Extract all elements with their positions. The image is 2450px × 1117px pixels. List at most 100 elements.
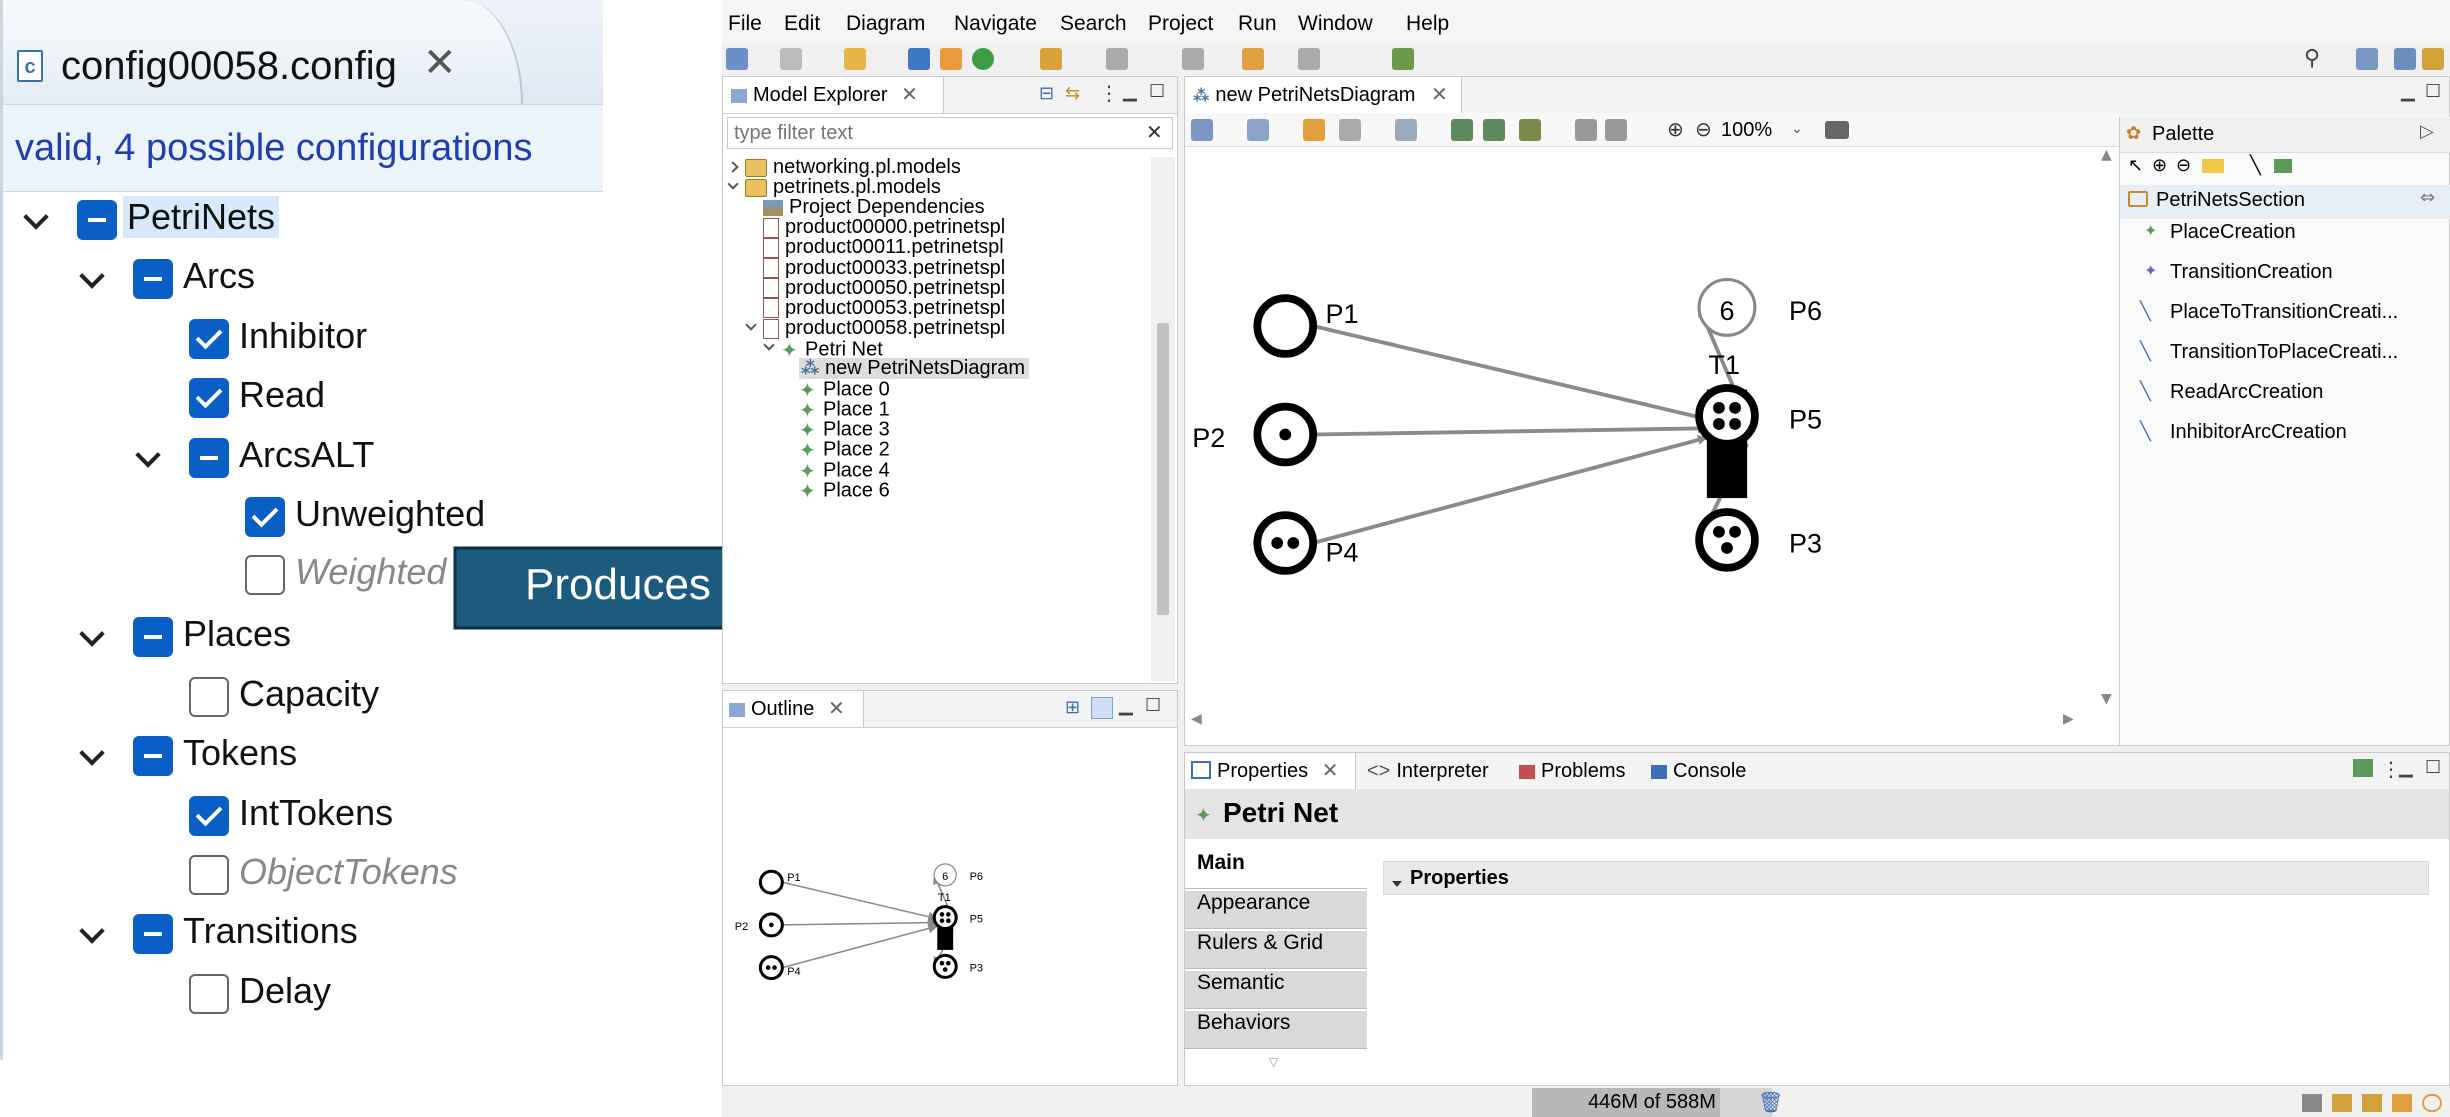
- properties-side-tab[interactable]: Behaviors: [1185, 1011, 1367, 1049]
- feature-row-inhibitor[interactable]: Inhibitor: [3, 311, 603, 367]
- select-all-icon[interactable]: [1191, 119, 1213, 141]
- tab-console[interactable]: Console: [1651, 753, 1746, 789]
- feature-row-places[interactable]: Places: [3, 609, 603, 665]
- arc[interactable]: [1312, 324, 1708, 422]
- zoom-in-tool-icon[interactable]: ⊕: [2152, 155, 2168, 176]
- zoom-combo[interactable]: 100% ⌄: [1721, 117, 1807, 143]
- place-p5[interactable]: [1695, 384, 1759, 448]
- chevron-down-icon[interactable]: [23, 206, 49, 232]
- feature-row-delay[interactable]: Delay: [3, 966, 603, 1022]
- explorer-scrollbar[interactable]: [1151, 157, 1175, 681]
- chevron-down-icon[interactable]: [79, 623, 105, 649]
- tree-item[interactable]: Project Dependencies: [723, 197, 1149, 217]
- checkbox-unchecked[interactable]: [245, 555, 285, 595]
- tree-item[interactable]: networking.pl.models: [723, 157, 1149, 177]
- new-icon[interactable]: [726, 48, 748, 70]
- arc[interactable]: [1313, 423, 1708, 437]
- maximize-icon[interactable]: ☐: [2425, 81, 2442, 102]
- arc[interactable]: [782, 917, 939, 928]
- copy-format-icon[interactable]: [1575, 119, 1597, 141]
- zoom-out-icon[interactable]: ⊖: [1695, 117, 1712, 141]
- more-tabs-icon[interactable]: ▽: [1269, 1055, 1279, 1069]
- palette-tool[interactable]: ✦PlaceCreation: [2120, 221, 2450, 261]
- note-tool-icon[interactable]: [2202, 159, 2224, 173]
- checkbox-partial[interactable]: [133, 914, 173, 954]
- tree-item[interactable]: ✦Place 4: [723, 459, 1149, 483]
- checkbox-checked[interactable]: [189, 319, 229, 359]
- menu-search[interactable]: Search: [1060, 12, 1127, 35]
- place-p1[interactable]: [758, 869, 784, 895]
- external-tools-icon[interactable]: [1040, 48, 1062, 70]
- tab-model-explorer[interactable]: Model Explorer ✕: [723, 77, 944, 113]
- modeling-perspective-icon[interactable]: [2394, 48, 2416, 70]
- clear-filter-icon[interactable]: ✕: [1146, 120, 1163, 144]
- pointer-tool-icon[interactable]: ↖: [2128, 155, 2144, 176]
- debug-perspective-icon[interactable]: [2422, 48, 2444, 70]
- minimize-icon[interactable]: ▁: [1119, 695, 1133, 716]
- tree-item[interactable]: product00053.petrinetspl: [723, 298, 1149, 319]
- properties-side-tab[interactable]: Semantic: [1185, 971, 1367, 1009]
- link-editor-icon[interactable]: ⇆: [1065, 83, 1081, 104]
- maximize-icon[interactable]: ☐: [1149, 81, 1166, 102]
- chevron-down-icon[interactable]: [79, 742, 105, 768]
- back-icon[interactable]: [1242, 48, 1264, 70]
- connection-tool-icon[interactable]: ╲: [2250, 155, 2261, 176]
- tree-item[interactable]: product00000.petrinetspl: [723, 217, 1149, 239]
- explorer-scrollbar-thumb[interactable]: [1157, 323, 1169, 615]
- status-learn-icon[interactable]: [2362, 1094, 2382, 1112]
- place-p6[interactable]: [933, 863, 957, 887]
- close-icon[interactable]: ✕: [423, 40, 457, 86]
- tree-item[interactable]: product00050.petrinetspl: [723, 278, 1149, 299]
- palette-tool[interactable]: ╲InhibitorArcCreation: [2120, 421, 2450, 461]
- close-icon[interactable]: ✕: [901, 84, 918, 106]
- palette-tool[interactable]: ╲TransitionToPlaceCreati...: [2120, 341, 2450, 381]
- feature-row-arcs[interactable]: Arcs: [3, 251, 603, 307]
- arc[interactable]: [782, 923, 939, 969]
- next-annotation-icon[interactable]: [1106, 48, 1128, 70]
- status-book-icon[interactable]: [2332, 1094, 2352, 1112]
- perspective-icon[interactable]: [2356, 48, 2378, 70]
- place-p3[interactable]: [1695, 508, 1759, 572]
- palette-collapse-icon[interactable]: ▷: [2420, 121, 2434, 142]
- place-p4[interactable]: [1253, 511, 1318, 575]
- checkbox-partial[interactable]: [133, 617, 173, 657]
- open-perspective-icon[interactable]: [1392, 48, 1414, 70]
- scroll-up-icon[interactable]: ▲: [2101, 147, 2112, 163]
- layers-icon[interactable]: [1339, 119, 1361, 141]
- place-p4[interactable]: [758, 955, 784, 981]
- checkbox-checked[interactable]: [189, 796, 229, 836]
- menu-help[interactable]: Help: [1406, 12, 1450, 35]
- checkbox-unchecked[interactable]: [189, 677, 229, 717]
- run-icon[interactable]: [972, 48, 994, 70]
- tree-item[interactable]: ✦Place 3: [723, 418, 1149, 442]
- tree-item[interactable]: ⁂new PetriNetsDiagram: [723, 358, 1149, 380]
- tree-item[interactable]: petrinets.pl.models: [723, 177, 1149, 197]
- feature-row-petrinets[interactable]: PetriNets: [3, 192, 603, 248]
- save-icon[interactable]: [780, 48, 802, 70]
- arc[interactable]: [782, 881, 939, 922]
- status-gear-icon[interactable]: [2422, 1094, 2442, 1112]
- checkbox-unchecked[interactable]: [189, 974, 229, 1014]
- tree-item[interactable]: ✦Place 6: [723, 479, 1149, 503]
- close-icon[interactable]: ✕: [1321, 760, 1339, 782]
- tab-new-petrinetsdiagram[interactable]: ⁂new PetriNetsDiagram ✕: [1185, 77, 1462, 113]
- heap-status[interactable]: 446M of 588M: [1532, 1088, 1772, 1117]
- palette-tool[interactable]: ╲PlaceToTransitionCreati...: [2120, 301, 2450, 341]
- attachment-tool-icon[interactable]: [2274, 159, 2292, 173]
- tab-properties[interactable]: Properties ✕: [1185, 753, 1356, 789]
- minimize-icon[interactable]: ▁: [2401, 81, 2415, 102]
- place-p5[interactable]: [932, 905, 958, 931]
- filter-input[interactable]: [732, 120, 1132, 146]
- status-wand-icon[interactable]: [2392, 1094, 2412, 1112]
- minimize-icon[interactable]: ▁: [2399, 757, 2413, 778]
- collapse-all-icon[interactable]: ⊟: [1039, 83, 1055, 104]
- chevron-down-icon[interactable]: [745, 319, 757, 331]
- pin-view-icon[interactable]: [2353, 759, 2373, 777]
- view-menu-icon[interactable]: ⋮: [1099, 81, 1119, 105]
- unpin-icon[interactable]: [1483, 119, 1505, 141]
- tree-item[interactable]: product00033.petrinetspl: [723, 258, 1149, 279]
- layout-icon[interactable]: [1519, 119, 1541, 141]
- tab-interpreter[interactable]: <>Interpreter: [1367, 753, 1489, 789]
